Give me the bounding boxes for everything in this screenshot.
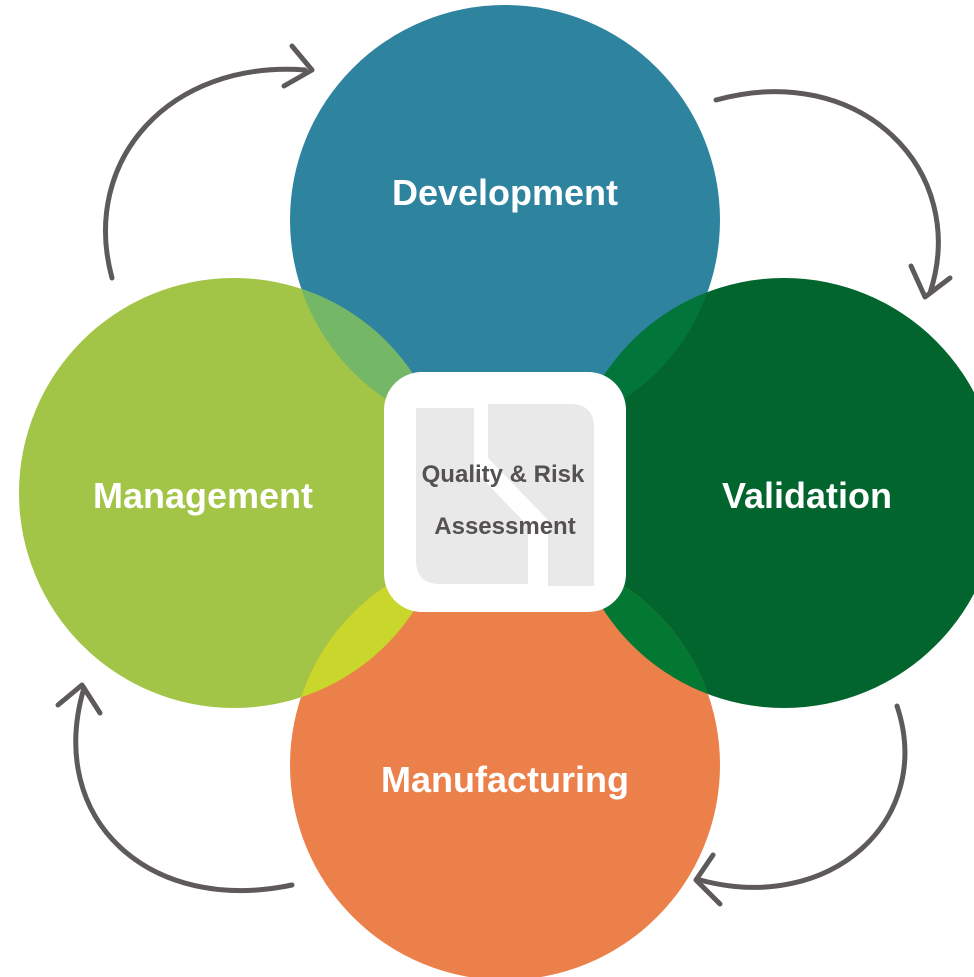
logo-watermark-icon <box>416 404 594 586</box>
arrow-management-to-development <box>103 43 315 281</box>
arrow-development-to-validation <box>713 89 953 300</box>
center-label-line2: Assessment <box>434 513 575 540</box>
manufacturing-circle <box>290 550 720 977</box>
center-label-line1: Quality & Risk <box>422 461 585 488</box>
validation-label: Validation <box>722 475 892 516</box>
validation-circle <box>569 278 974 708</box>
management-circle <box>19 278 449 708</box>
arrow-validation-to-manufacturing <box>693 703 908 907</box>
manufacturing-label: Manufacturing <box>381 759 629 800</box>
management-label: Management <box>93 475 313 516</box>
development-label: Development <box>392 172 618 213</box>
arrow-manufacturing-to-management <box>55 682 295 893</box>
development-circle <box>290 5 720 435</box>
